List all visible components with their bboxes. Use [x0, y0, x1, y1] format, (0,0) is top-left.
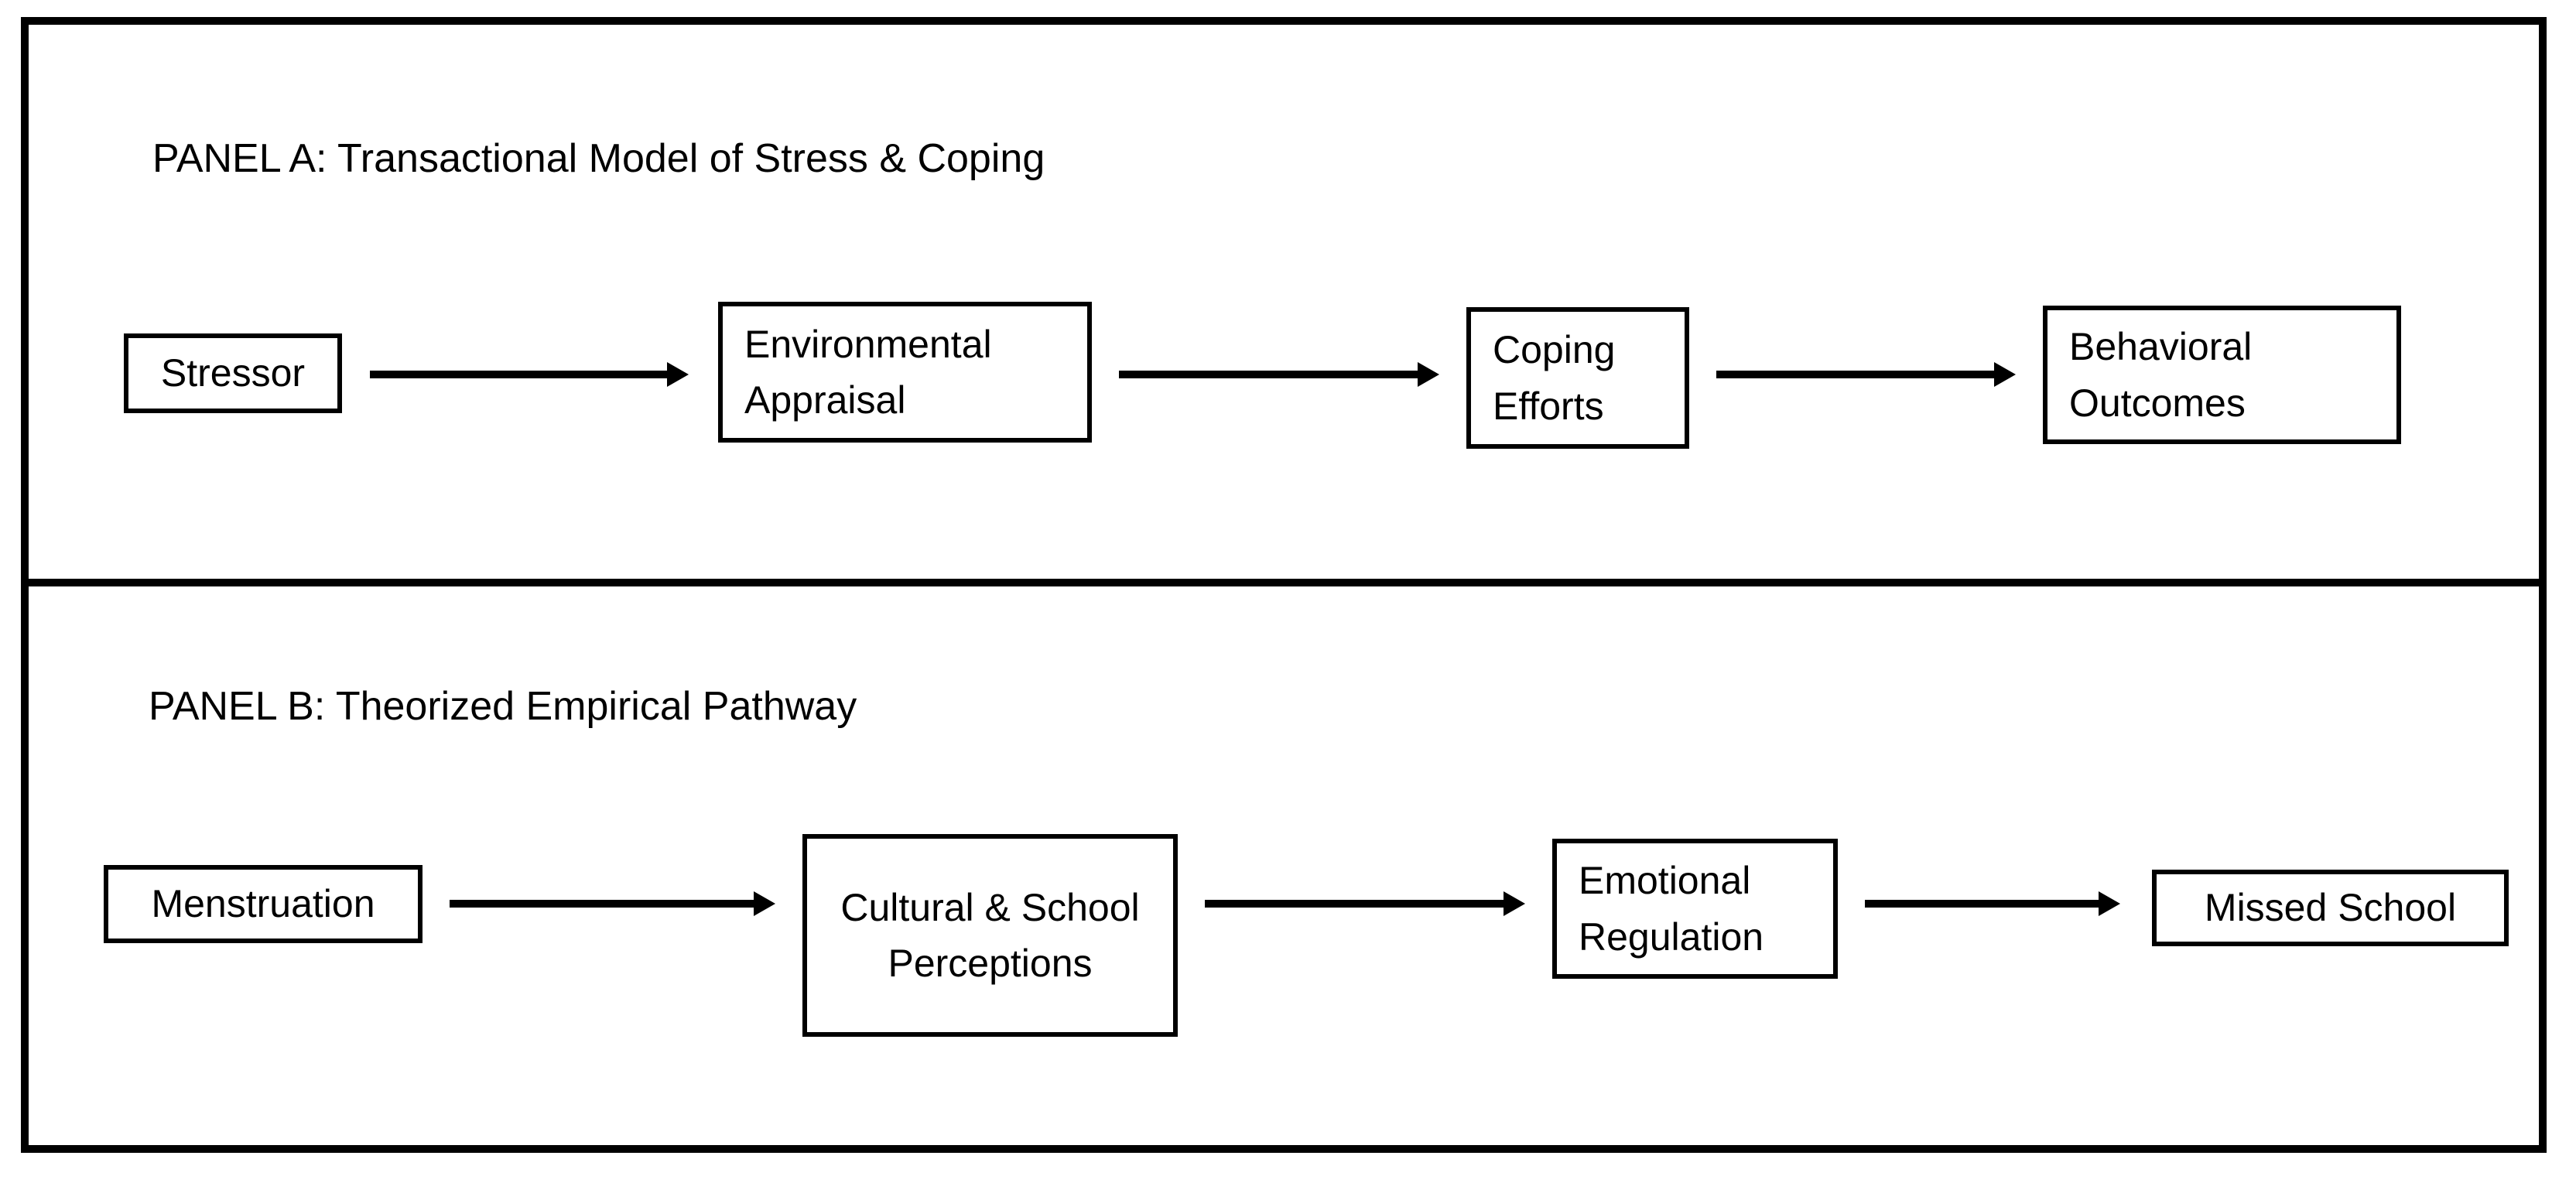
arrow-shaft [370, 371, 667, 378]
node-behavioral-outcomes: Behavioral Outcomes [2043, 306, 2401, 444]
flow-arrow-regulation-to-missed-school [1865, 891, 2120, 916]
flow-arrow-coping-to-outcomes [1716, 362, 2016, 387]
node-stressor: Stressor [124, 333, 342, 413]
arrow-shaft [450, 900, 754, 908]
arrow-right-icon [2099, 891, 2120, 916]
flow-arrow-menstruation-to-perceptions [450, 891, 775, 916]
arrow-right-icon [667, 362, 689, 387]
arrow-shaft [1865, 900, 2099, 908]
flow-arrow-perceptions-to-regulation [1205, 891, 1525, 916]
panel-b-title: PANEL B: Theorized Empirical Pathway [149, 684, 857, 729]
arrow-shaft [1205, 900, 1504, 908]
arrow-shaft [1716, 371, 1994, 378]
flow-arrow-appraisal-to-coping [1119, 362, 1439, 387]
arrow-right-icon [754, 891, 775, 916]
node-cultural-school-perceptions: Cultural & School Perceptions [802, 834, 1178, 1037]
node-emotional-regulation: Emotional Regulation [1552, 839, 1838, 979]
node-missed-school: Missed School [2152, 870, 2509, 946]
arrow-right-icon [1994, 362, 2016, 387]
node-coping-efforts: Coping Efforts [1466, 307, 1689, 449]
node-menstruation: Menstruation [104, 865, 422, 943]
arrow-shaft [1119, 371, 1418, 378]
arrow-right-icon [1504, 891, 1525, 916]
node-environmental-appraisal: Environmental Appraisal [718, 302, 1092, 443]
arrow-right-icon [1418, 362, 1439, 387]
panel-a-title: PANEL A: Transactional Model of Stress &… [152, 136, 1045, 181]
panel-divider-line [21, 579, 2547, 586]
flow-arrow-stressor-to-appraisal [370, 362, 689, 387]
